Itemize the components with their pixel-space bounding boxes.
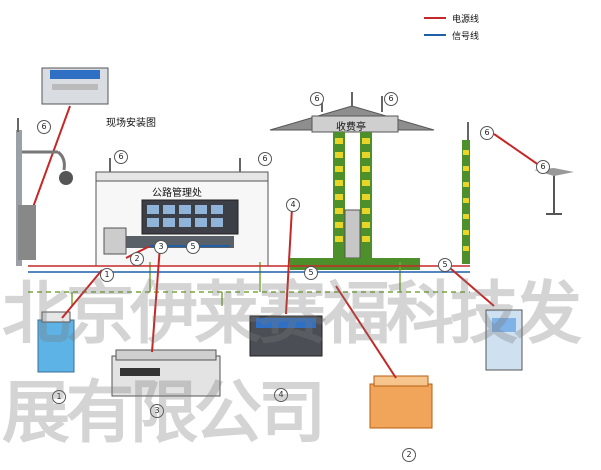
legend-signal-label: 信号线 [452, 32, 480, 42]
camera-pole [16, 130, 73, 266]
lightning-rod-icon [17, 118, 469, 140]
marker-6: 6 [384, 92, 398, 106]
marker-1: 1 [52, 390, 66, 404]
toll-booth-label: 收费亭 [336, 122, 366, 133]
marker-2: 2 [402, 448, 416, 462]
highway-office-building [95, 158, 269, 267]
device-2 [369, 375, 433, 429]
surge-protector-device [41, 67, 109, 105]
marker-2: 2 [130, 252, 144, 266]
marker-6: 6 [536, 160, 550, 174]
marker-5: 5 [186, 240, 200, 254]
highway-office-label: 公路管理处 [152, 188, 202, 199]
marker-6: 6 [37, 120, 51, 134]
device-5 [485, 309, 523, 371]
toll-booth [269, 92, 435, 270]
device-4 [249, 315, 323, 357]
marker-3: 3 [150, 404, 164, 418]
marker-6: 6 [480, 126, 494, 140]
marker-1: 1 [100, 268, 114, 282]
light-pole [462, 140, 470, 264]
marker-5: 5 [438, 258, 452, 272]
marker-5: 5 [304, 266, 318, 280]
marker-6: 6 [310, 92, 324, 106]
marker-4: 4 [286, 198, 300, 212]
marker-6: 6 [114, 150, 128, 164]
wind-turbine-icon [534, 168, 574, 215]
legend-power-label: 电源线 [452, 15, 480, 25]
marker-3: 3 [154, 240, 168, 254]
marker-4: 4 [274, 388, 288, 402]
marker-6: 6 [258, 152, 272, 166]
camera-icon [59, 171, 73, 185]
device-1 [37, 311, 75, 373]
ground-grid [28, 262, 470, 306]
onsite-install-label: 现场安装图 [106, 118, 156, 129]
device-3 [111, 349, 221, 397]
